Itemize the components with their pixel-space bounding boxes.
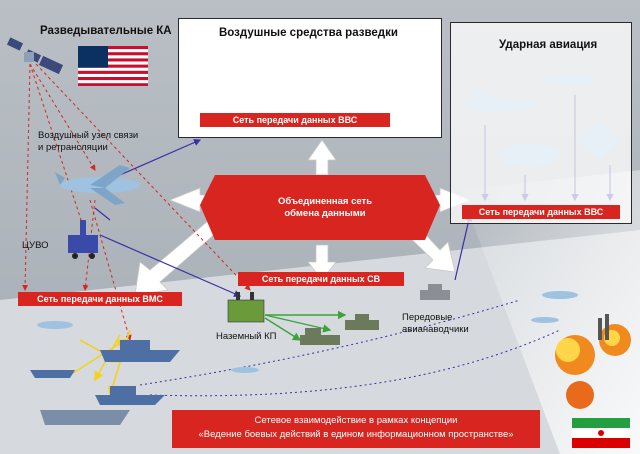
army-network-label: Сеть передачи данных СВ xyxy=(238,272,404,286)
cuvo-label: ЦУВО xyxy=(22,240,49,251)
concept-caption-line2: «Ведение боевых действий в едином информ… xyxy=(198,429,514,440)
recon-satellites-title: Разведывательные КА xyxy=(40,25,172,37)
flag-usa-icon xyxy=(78,46,148,86)
flag-iran-icon xyxy=(572,418,630,448)
ground-cp-label: Наземный КП xyxy=(216,331,277,342)
air-recon-title: Воздушные средства разведки xyxy=(219,27,398,39)
strike-aviation-panel: Ударная авиация xyxy=(450,22,632,224)
concept-caption: Сетевое взаимодействие в рамках концепци… xyxy=(172,410,540,448)
navy-network-label: Сеть передачи данных ВМС xyxy=(18,292,182,306)
joint-network-line2: обмена данными xyxy=(284,208,366,219)
explosion-icon xyxy=(555,314,631,409)
strike-aviation-title: Ударная авиация xyxy=(499,39,598,51)
relay-node-label: Воздушный узел связи и ретрансляции xyxy=(38,130,139,153)
joint-network-label: Объединенная сеть обмена данными xyxy=(230,196,420,220)
truck-icon xyxy=(68,220,98,259)
satellite-icon xyxy=(6,37,64,75)
forward-controllers-label: Передовые авианаводчики xyxy=(402,312,469,335)
tank-icon xyxy=(420,284,450,300)
truck-icon xyxy=(227,292,265,323)
joint-network-line1: Объединенная сеть xyxy=(277,196,373,207)
ship-icon xyxy=(30,340,180,425)
concept-caption-line1: Сетевое взаимодействие в рамках концепци… xyxy=(254,415,458,426)
strike-network-label: Сеть передачи данных ВВС xyxy=(462,205,620,219)
air-force-network-label: Сеть передачи данных ВВС xyxy=(200,113,390,127)
aircraft-icon xyxy=(55,165,140,205)
